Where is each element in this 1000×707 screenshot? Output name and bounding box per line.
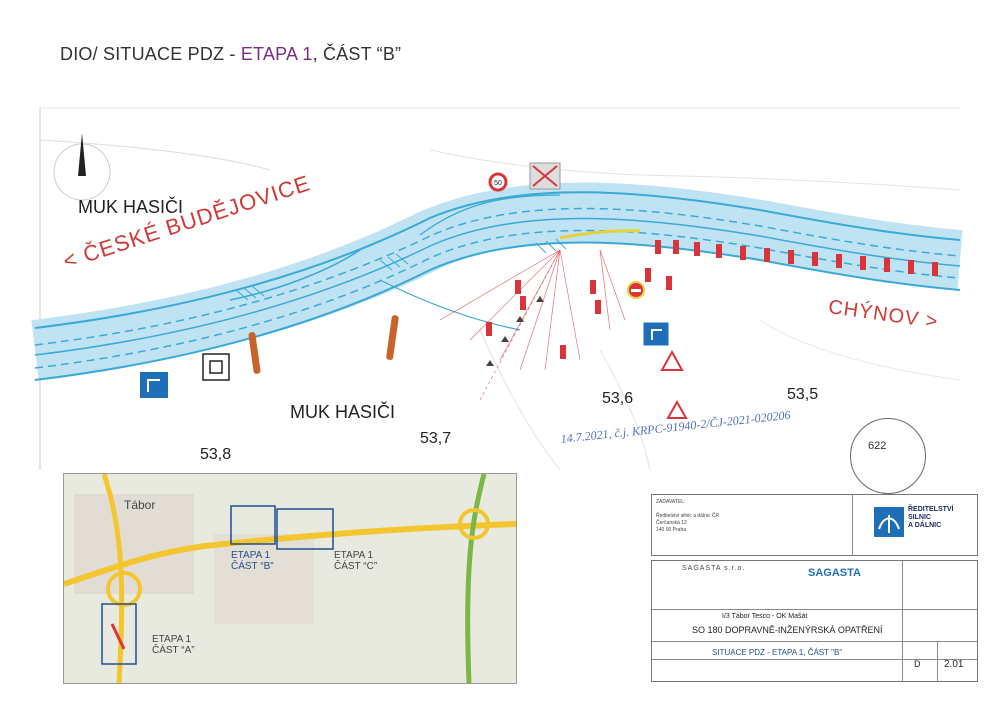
drawing-title: DIO/ SITUACE PDZ - ETAPA 1, ČÁST “B” xyxy=(60,44,401,65)
warning-triangle-sign-icon xyxy=(660,349,684,371)
object-name: SO 180 DOPRAVNĚ-INŽENÝRSKÁ OPATŘENÍ xyxy=(692,625,883,635)
drawing-letter: D xyxy=(914,659,921,669)
svg-text:50: 50 xyxy=(494,180,502,187)
barrier-right-icon xyxy=(386,315,399,360)
no-entry-sign-icon xyxy=(627,281,645,299)
warning-triangle-sign-icon-2 xyxy=(666,399,688,419)
arrow-markings xyxy=(486,296,544,366)
authority-line-3: A DÁLNIC xyxy=(908,522,942,529)
drawing-name: SITUACE PDZ - ETAPA 1, ČÁST "B" xyxy=(712,648,843,657)
part-c-frame xyxy=(276,508,334,550)
company-logo: SAGASTA xyxy=(808,567,861,579)
direction-sign-icon xyxy=(642,321,670,347)
roundabout-sign-icon xyxy=(202,353,230,381)
closure-taper-lines xyxy=(439,249,626,401)
overview-map-graphic xyxy=(64,474,516,683)
investor-line-2: Čerčanská 12 xyxy=(656,520,687,526)
yellow-temporary-marking xyxy=(559,229,641,240)
map-part-c-line1: ETAPA 1 xyxy=(334,550,374,561)
km-53-7: 53,7 xyxy=(420,430,452,447)
km-53-8: 53,8 xyxy=(200,446,232,463)
crossed-out-sign-icon xyxy=(529,162,561,190)
title-suffix: , ČÁST “B” xyxy=(312,44,402,64)
map-part-a-line2: ČÁST “A” xyxy=(152,645,195,656)
overview-map: Tábor ETAPA 1 ČÁST “B” ETAPA 1 ČÁST “C” … xyxy=(63,473,517,684)
map-part-b-line2: ČÁST “B” xyxy=(231,561,274,572)
muk-hasici-top-label: MUK HASIČI xyxy=(78,197,184,217)
map-part-c-line2: ČÁST “C” xyxy=(334,561,378,572)
main-road xyxy=(31,182,963,381)
map-part-b-line1: ETAPA 1 xyxy=(231,550,271,561)
speed-limit-sign-icon: 50 xyxy=(488,172,508,192)
detour-sign-left-icon xyxy=(140,372,168,398)
map-city-label: Tábor xyxy=(124,498,156,512)
part-b-frame xyxy=(230,505,276,545)
stamp-number: 622 xyxy=(868,440,887,452)
km-53-5: 53,5 xyxy=(787,386,819,403)
authority-name: ŘEDITELSTVÍ SILNIC A DÁLNIC xyxy=(908,506,954,530)
km-53-6: 53,6 xyxy=(602,390,634,407)
title-block-investor: ZADAVATEL: Ředitelství silnic a dálnic Č… xyxy=(651,494,978,556)
investor-line-3: 140 00 Praha xyxy=(656,527,687,533)
title-block-main: SAGASTA s.r.o. SAGASTA I/3 Tábor Tesco -… xyxy=(651,560,978,682)
company-name: SAGASTA s.r.o. xyxy=(682,565,746,572)
investor-line-1: Ředitelství silnic a dálnic ČR xyxy=(656,513,720,519)
title-prefix: DIO/ SITUACE PDZ - xyxy=(60,44,241,64)
part-a-frame xyxy=(101,603,137,665)
barrier-left-icon xyxy=(248,332,261,374)
title-etapa: ETAPA 1 xyxy=(240,44,313,64)
police-stamp xyxy=(850,418,926,494)
chevron-boards xyxy=(486,240,938,359)
rsd-logo-icon xyxy=(874,507,904,537)
drawing-number: 2.01 xyxy=(944,659,964,670)
north-arrow-icon xyxy=(53,133,111,201)
authority-line-2: SILNIC xyxy=(908,514,931,521)
muk-hasici-bottom-label: MUK HASIČI xyxy=(290,402,396,422)
project-name: I/3 Tábor Tesco - OK Mašát xyxy=(722,613,808,620)
authority-line-1: ŘEDITELSTVÍ xyxy=(908,506,954,513)
hatched-islands xyxy=(235,238,567,301)
investor-label: ZADAVATEL: xyxy=(656,499,686,505)
map-part-a-line1: ETAPA 1 xyxy=(152,634,192,645)
